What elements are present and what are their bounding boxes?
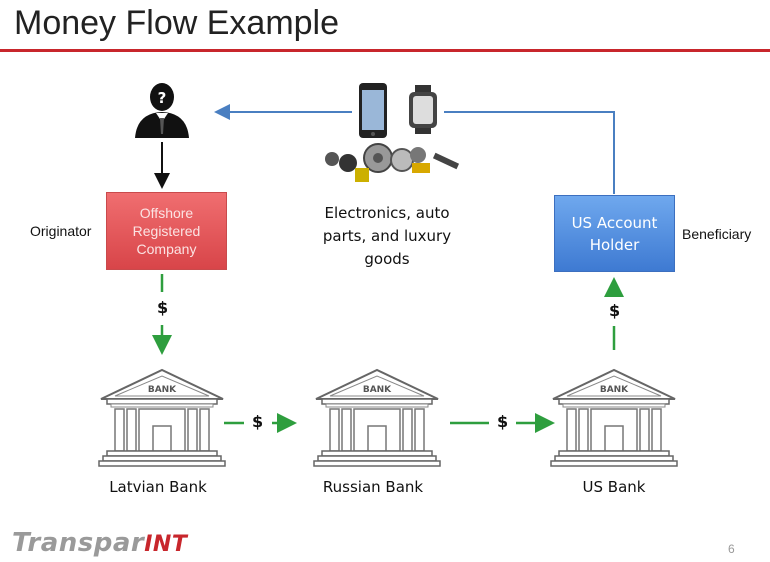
dollar-latvian-flow: $ — [157, 298, 169, 317]
russian-bank-icon: BANK — [313, 369, 441, 467]
latvian-bank-label: Latvian Bank — [109, 478, 207, 496]
page-number: 6 — [728, 542, 735, 556]
logo-main-text: Transpar — [12, 528, 145, 558]
money-flow-arrows — [152, 274, 624, 433]
originator-label: Originator — [30, 223, 92, 239]
goods-label: Electronics, auto parts, and luxury good… — [322, 204, 452, 268]
dollar-us-flow: $ — [609, 301, 621, 320]
transparint-logo: TransparINT — [12, 528, 187, 558]
phone-icon — [359, 83, 387, 138]
offshore-company-box: Offshore Registered Company — [106, 192, 227, 270]
dollar-russian-to-us: $ — [497, 412, 509, 431]
bank-icon-text: BANK — [148, 385, 177, 395]
dollar-latvian-to-russian: $ — [252, 412, 264, 431]
logo-suffix-text: INT — [144, 532, 188, 557]
title-divider — [0, 49, 770, 52]
beneficiary-label: Beneficiary — [682, 226, 752, 242]
watch-icon — [409, 85, 437, 134]
auto-parts-icon — [325, 143, 460, 182]
russian-bank-label: Russian Bank — [322, 478, 424, 496]
us-bank-icon: BANK — [550, 369, 678, 467]
svg-text:?: ? — [158, 89, 167, 107]
us-bank-label: US Bank — [582, 478, 646, 496]
bank-icon-text: BANK — [363, 385, 392, 395]
latvian-bank-icon: BANK — [98, 369, 226, 467]
beneficiary-to-goods-line — [444, 111, 615, 194]
originator-person-icon: ? — [135, 83, 189, 138]
page-title: Money Flow Example — [14, 4, 340, 42]
us-account-holder-box: US Account Holder — [554, 195, 675, 272]
bank-icon-text: BANK — [600, 385, 629, 395]
